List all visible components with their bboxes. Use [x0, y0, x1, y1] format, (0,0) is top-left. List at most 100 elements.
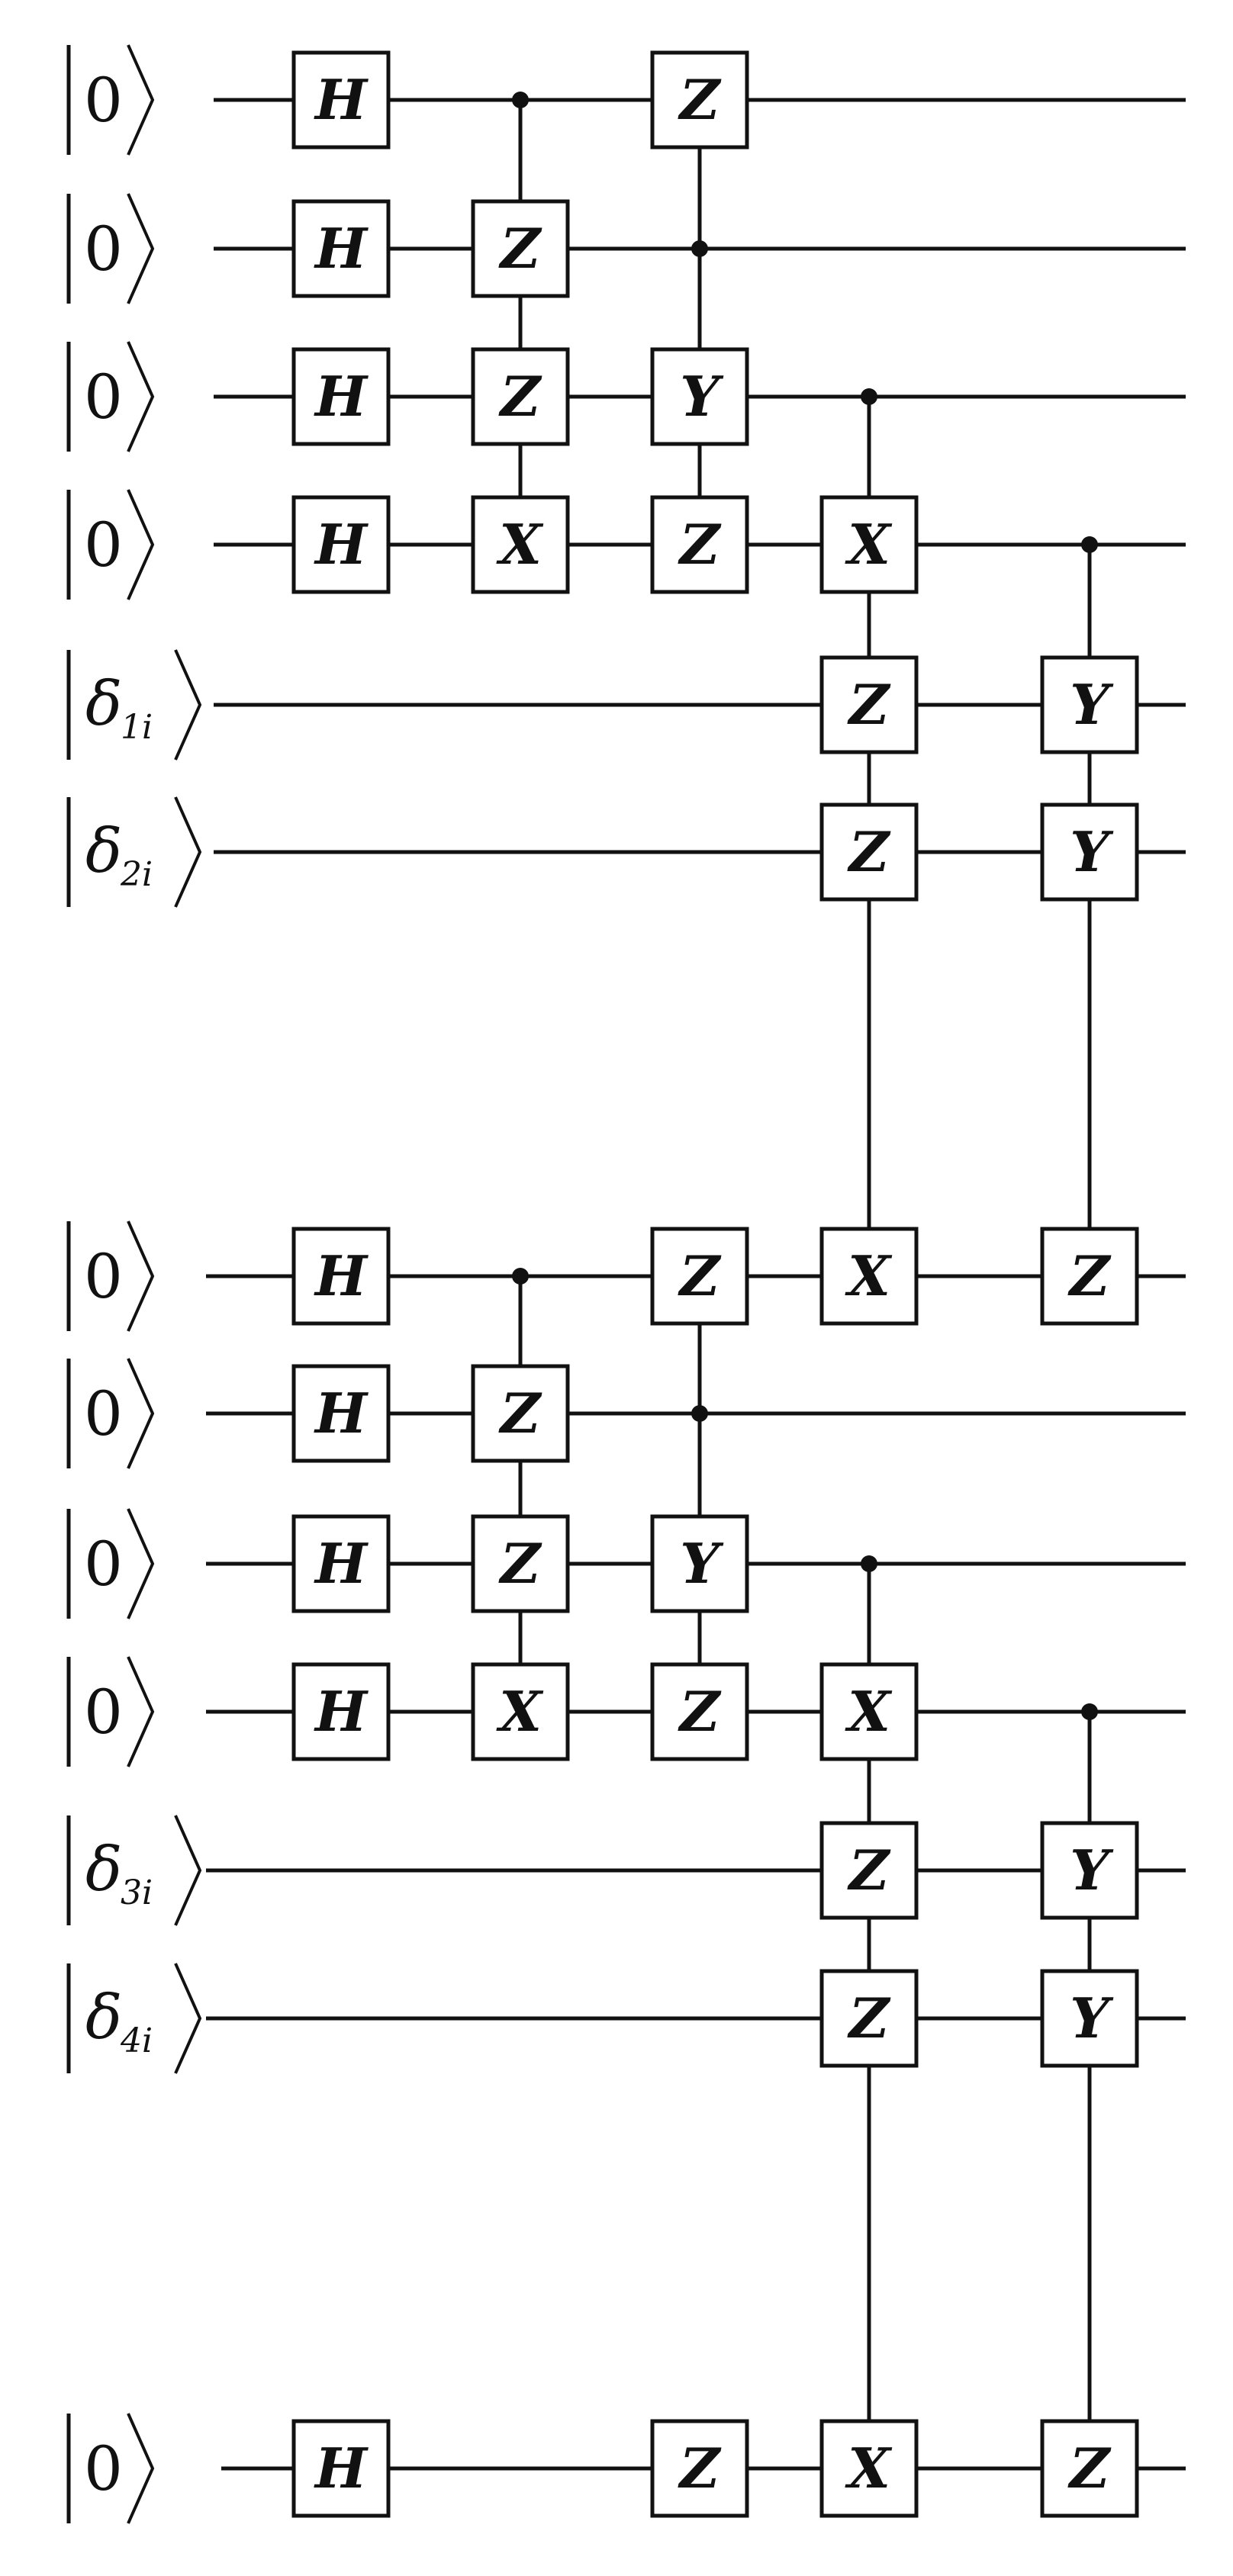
gate-x-wire-3: X: [471, 495, 570, 594]
gate-label: Z: [498, 364, 542, 429]
gate-x-wire-12: X: [819, 2419, 919, 2518]
control-dot: [512, 1268, 529, 1285]
gate-h-wire-3: H: [291, 495, 391, 594]
gate-box: [291, 50, 391, 150]
ket-right-angle: [127, 2413, 155, 2524]
gate-z-wire-0: Z: [650, 50, 749, 150]
gate-label: Z: [498, 216, 542, 281]
gate-label: Z: [678, 1679, 722, 1744]
ket-value: 0: [84, 1529, 123, 1600]
gate-label: Y: [1070, 672, 1114, 737]
gate-label: X: [845, 512, 893, 577]
gate-z-wire-4: Z: [819, 655, 919, 754]
ket-right-angle: [127, 1656, 155, 1767]
qubit-label-10: δ3i: [66, 1815, 202, 1926]
gate-label: Z: [678, 2436, 722, 2500]
control-dot: [1081, 1703, 1098, 1720]
gate-box: [819, 1969, 919, 2068]
gate-label: Z: [847, 819, 891, 884]
gate-label: X: [496, 1679, 544, 1744]
control-dot: [691, 1405, 708, 1422]
gate-z-wire-7: Z: [471, 1364, 570, 1463]
gate-box: [291, 1662, 391, 1761]
qubit-label-6: 0: [66, 1220, 155, 1332]
gate-box: [471, 1662, 570, 1761]
gate-box: [650, 2419, 749, 2518]
gate-x-wire-6: X: [819, 1227, 919, 1326]
ket-value: 0: [84, 1241, 123, 1312]
ket-right-angle: [127, 1220, 155, 1332]
ket-right-angle: [127, 193, 155, 304]
gate-box: [819, 1821, 919, 1920]
gate-box: [1040, 1969, 1139, 2068]
ket-symbol: δ: [85, 815, 122, 886]
ket-value: 0: [84, 1677, 123, 1748]
ket-value: 0: [84, 1378, 123, 1449]
gate-label: X: [845, 1679, 893, 1744]
gate-y-wire-8: Y: [650, 1514, 749, 1613]
ket-subscript: 1i: [121, 708, 153, 747]
gate-z-wire-10: Z: [819, 1821, 919, 1920]
gate-box: [819, 495, 919, 594]
gate-z-wire-8: Z: [471, 1514, 570, 1613]
qubit-label-11: δ4i: [66, 1963, 202, 2074]
gate-h-wire-9: H: [291, 1662, 391, 1761]
ket-value: 0: [84, 2433, 123, 2504]
gate-z-wire-12: Z: [1040, 2419, 1139, 2518]
gate-label: Z: [847, 672, 891, 737]
gate-z-wire-6: Z: [1040, 1227, 1139, 1326]
ket-value: 0: [84, 510, 123, 580]
gate-z-wire-1: Z: [471, 199, 570, 298]
gate-label: H: [314, 1243, 369, 1308]
control-dot: [1081, 536, 1098, 553]
ket-subscript: 3i: [121, 1873, 153, 1912]
gate-box: [819, 1227, 919, 1326]
gate-h-wire-7: H: [291, 1364, 391, 1463]
gate-label: Y: [1070, 819, 1114, 884]
gate-z-wire-12: Z: [650, 2419, 749, 2518]
gate-box: [1040, 802, 1139, 902]
qubit-label-12: 0: [66, 2413, 155, 2524]
control-dot: [512, 92, 529, 108]
gate-y-wire-11: Y: [1040, 1969, 1139, 2068]
gate-box: [819, 802, 919, 902]
ket-symbol: δ: [85, 1834, 122, 1905]
gate-box: [471, 199, 570, 298]
gate-label: Z: [678, 512, 722, 577]
gate-x-wire-9: X: [471, 1662, 570, 1761]
gate-box: [819, 1662, 919, 1761]
gate-label: Z: [1067, 2436, 1112, 2500]
gate-h-wire-1: H: [291, 199, 391, 298]
ket-value: 0: [84, 214, 123, 285]
ket-right-angle: [174, 796, 202, 908]
gate-box: [650, 50, 749, 150]
gate-h-wire-6: H: [291, 1227, 391, 1326]
gate-x-wire-3: X: [819, 495, 919, 594]
gate-label: H: [314, 2436, 369, 2500]
ket-subscript: 2i: [120, 855, 153, 894]
gate-y-wire-4: Y: [1040, 655, 1139, 754]
gate-box: [291, 495, 391, 594]
gate-box: [291, 1227, 391, 1326]
gate-label: Z: [498, 1531, 542, 1596]
ket-right-angle: [174, 1815, 202, 1926]
gate-label: H: [314, 1531, 369, 1596]
gate-z-wire-9: Z: [650, 1662, 749, 1761]
gate-z-wire-2: Z: [471, 347, 570, 446]
qubit-label-4: δ1i: [66, 649, 202, 761]
gate-label: X: [845, 1243, 893, 1308]
connectors-layer: [512, 92, 1098, 2468]
gate-box: [291, 199, 391, 298]
gate-x-wire-9: X: [819, 1662, 919, 1761]
ket-value: 0: [84, 65, 123, 136]
ket-right-angle: [127, 1508, 155, 1619]
ket-value: 0: [84, 362, 123, 433]
qubit-label-3: 0: [66, 489, 155, 600]
ket-right-angle: [127, 1358, 155, 1469]
gate-y-wire-10: Y: [1040, 1821, 1139, 1920]
gate-box: [1040, 1227, 1139, 1326]
gate-z-wire-11: Z: [819, 1969, 919, 2068]
gate-label: Y: [1070, 1838, 1114, 1902]
gate-label: H: [314, 512, 369, 577]
